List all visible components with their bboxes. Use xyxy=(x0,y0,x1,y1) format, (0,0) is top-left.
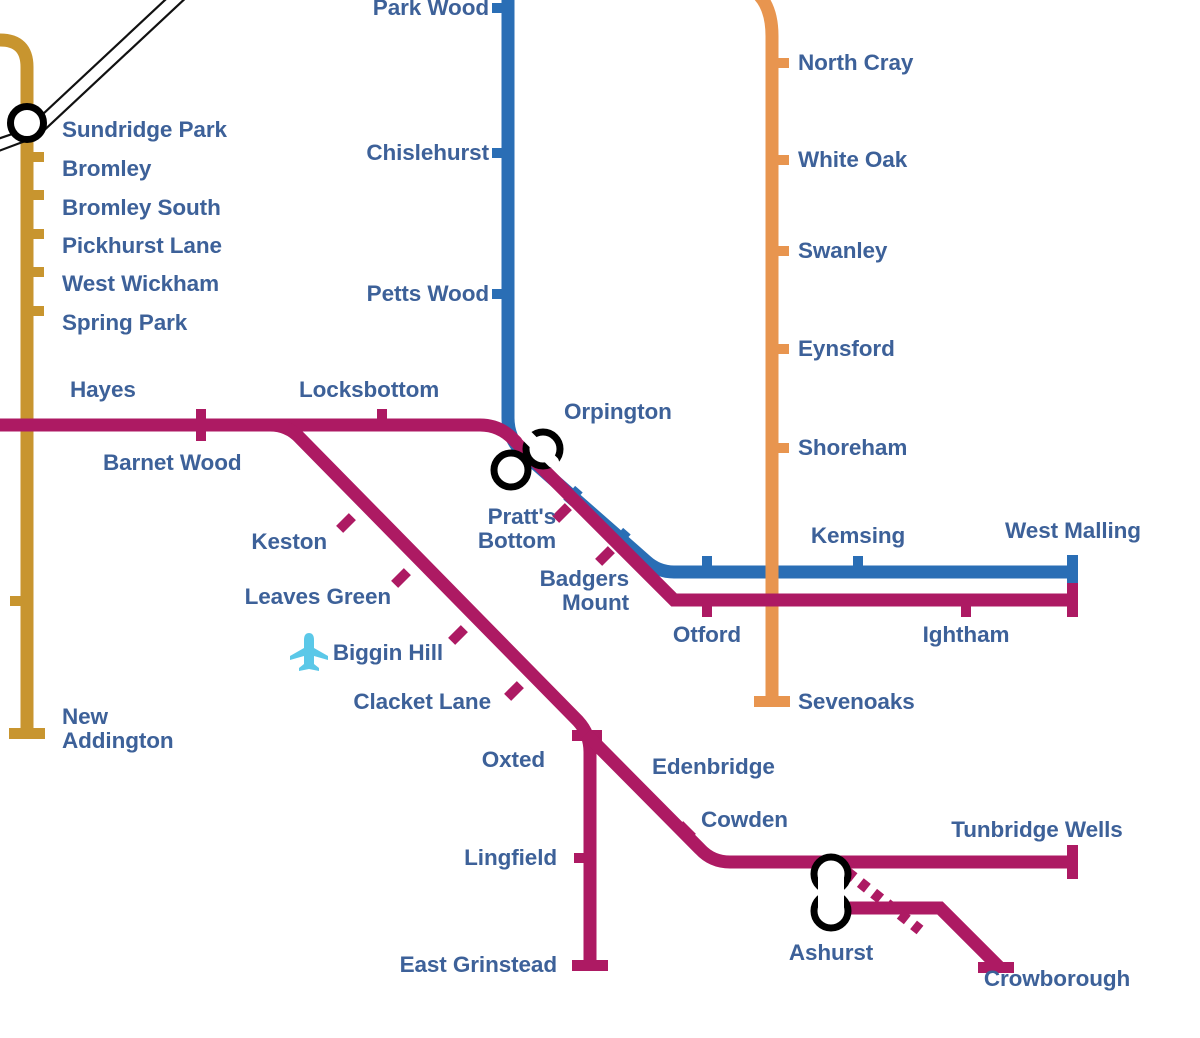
station-tick-locksbottom[interactable] xyxy=(377,409,387,426)
station-label-ashurst[interactable]: Ashurst xyxy=(788,940,874,965)
station-label-hayes[interactable]: Hayes xyxy=(70,377,136,402)
station-tick-kemsing[interactable] xyxy=(853,556,863,573)
station-label-tunbridge-wells[interactable]: Tunbridge Wells xyxy=(951,817,1123,842)
station-tick-chislehurst[interactable] xyxy=(492,148,509,158)
station-tick-otford[interactable] xyxy=(702,600,712,617)
station-tick-shoreham[interactable] xyxy=(772,443,789,453)
station-label-badgers-mount[interactable]: Badgers Mount xyxy=(539,566,629,615)
station-label-pickhurst-lane[interactable]: Pickhurst Lane xyxy=(62,233,222,258)
route-line-orange[interactable] xyxy=(720,0,790,707)
station-tick-edenbridge[interactable] xyxy=(621,768,641,788)
station-tick-petts-wood[interactable] xyxy=(492,289,509,299)
station-label-petts-wood[interactable]: Petts Wood xyxy=(366,281,489,306)
station-tick-white-oak[interactable] xyxy=(772,155,789,165)
station-label-oxted[interactable]: Oxted xyxy=(481,747,545,772)
route-connector-thin xyxy=(0,0,186,152)
station-label-keston[interactable]: Keston xyxy=(251,529,327,554)
station-tick-north-cray[interactable] xyxy=(772,58,789,68)
station-tick-pratts-bottom[interactable] xyxy=(552,503,572,523)
station-label-west-wickham[interactable]: West Wickham xyxy=(62,271,219,296)
station-label-west-malling[interactable]: West Malling xyxy=(1005,518,1141,543)
station-label-edenbridge[interactable]: Edenbridge xyxy=(652,754,775,779)
route-line-gold[interactable] xyxy=(0,33,45,739)
station-tick-cowden[interactable] xyxy=(676,821,696,841)
station-label-crowborough[interactable]: Crowborough xyxy=(983,966,1131,991)
station-label-leaves-green[interactable]: Leaves Green xyxy=(244,584,391,609)
station-label-spring-park[interactable]: Spring Park xyxy=(62,310,188,335)
station-label-shoreham[interactable]: Shoreham xyxy=(798,435,908,460)
station-tick-badgers-mount[interactable] xyxy=(595,546,615,566)
station-tick-bromley-south[interactable] xyxy=(27,190,44,200)
station-tick-west-wickham[interactable] xyxy=(27,267,44,277)
interchange-connector-ashurst xyxy=(843,867,924,935)
station-tick-biggin-hill[interactable] xyxy=(448,625,468,645)
station-label-cowden[interactable]: Cowden xyxy=(701,807,788,832)
interchange-sundridge-park[interactable] xyxy=(7,103,47,143)
interchange-orpington[interactable] xyxy=(490,428,564,491)
station-label-barnet-wood[interactable]: Barnet Wood xyxy=(103,450,242,475)
station-label-locksbottom[interactable]: Locksbottom xyxy=(299,377,440,402)
station-label-sevenoaks[interactable]: Sevenoaks xyxy=(798,689,915,714)
station-tick-ightham[interactable] xyxy=(961,600,971,617)
station-tick-pickhurst-lane[interactable] xyxy=(27,229,44,239)
station-label-biggin-hill[interactable]: Biggin Hill xyxy=(332,640,443,665)
station-tick-blue-otford[interactable] xyxy=(702,556,712,573)
station-tick-park-wood[interactable] xyxy=(492,3,509,13)
station-tick-bromley[interactable] xyxy=(27,152,44,162)
station-label-kemsing[interactable]: Kemsing xyxy=(810,523,906,548)
station-tick-gold-unnamed[interactable] xyxy=(10,596,27,606)
station-label-orpington[interactable]: Orpington xyxy=(564,399,672,424)
station-tick-spring-park[interactable] xyxy=(27,306,44,316)
station-label-swanley[interactable]: Swanley xyxy=(798,238,888,263)
station-tick-hayes[interactable] xyxy=(196,409,206,426)
station-label-bromley[interactable]: Bromley xyxy=(62,156,152,181)
station-label-park-wood[interactable]: Park Wood xyxy=(372,0,489,20)
station-label-lingfield[interactable]: Lingfield xyxy=(464,845,557,870)
station-tick-clacket-lane[interactable] xyxy=(504,681,524,701)
station-label-chislehurst[interactable]: Chislehurst xyxy=(366,140,489,165)
station-tick-keston[interactable] xyxy=(336,513,356,533)
airplane-icon xyxy=(290,633,328,671)
station-label-east-grinstead[interactable]: East Grinstead xyxy=(399,952,558,977)
station-label-white-oak[interactable]: White Oak xyxy=(798,147,908,172)
interchange-ashurst[interactable] xyxy=(810,853,852,932)
station-label-clacket-lane[interactable]: Clacket Lane xyxy=(353,689,491,714)
route-line-magenta[interactable] xyxy=(0,409,1078,973)
station-tick-lingfield[interactable] xyxy=(574,853,591,863)
station-tick-leaves-green[interactable] xyxy=(391,568,411,588)
station-label-new-addington[interactable]: New Addington xyxy=(62,704,174,753)
station-label-sundridge-park[interactable]: Sundridge Park xyxy=(62,117,227,142)
station-label-bromley-south[interactable]: Bromley South xyxy=(62,195,221,220)
station-tick-barnet-wood[interactable] xyxy=(196,424,206,441)
station-tick-eynsford[interactable] xyxy=(772,344,789,354)
station-label-otford[interactable]: Otford xyxy=(672,622,742,647)
station-label-pratts-bottom[interactable]: Pratt's Bottom xyxy=(477,504,556,553)
station-label-ightham[interactable]: Ightham xyxy=(922,622,1010,647)
station-label-north-cray[interactable]: North Cray xyxy=(798,50,914,75)
station-label-eynsford[interactable]: Eynsford xyxy=(798,336,895,361)
station-tick-swanley[interactable] xyxy=(772,246,789,256)
